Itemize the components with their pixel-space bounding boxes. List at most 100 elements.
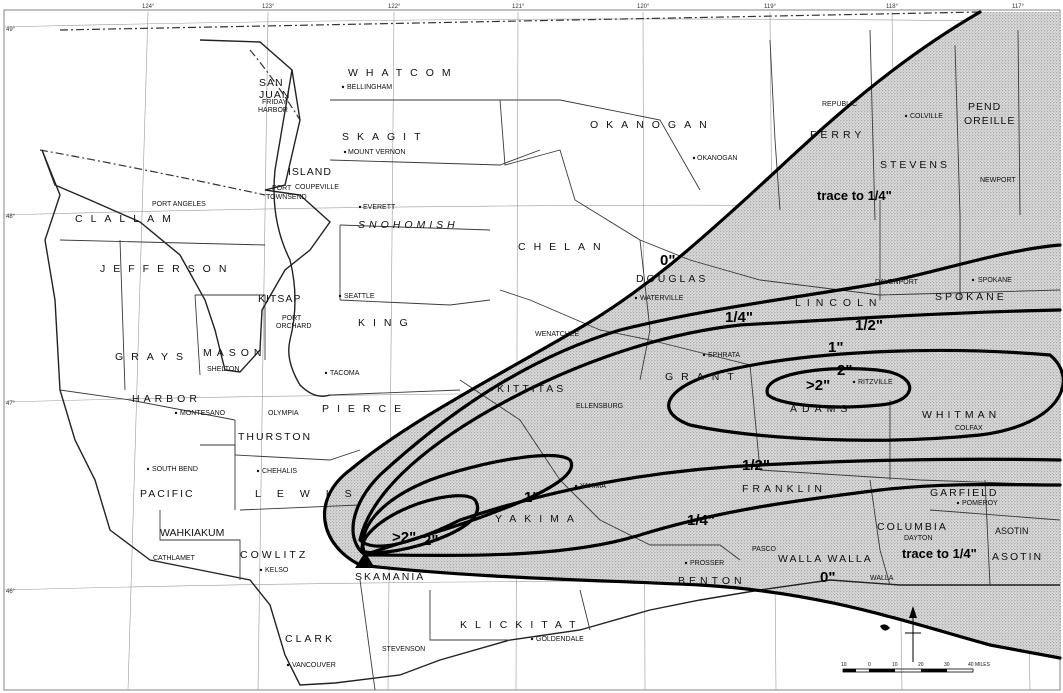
county-grays: GRAYS bbox=[115, 351, 191, 363]
county-skamania: SKAMANIA bbox=[355, 571, 425, 583]
scale-bar: 10 0 10 20 30 40 MILES bbox=[841, 662, 991, 673]
county-clallam: CLALLAM bbox=[75, 213, 179, 225]
town-port-townsend: PORT bbox=[272, 185, 292, 192]
county-whitman: WHITMAN bbox=[922, 409, 1000, 421]
lon-label-117: 117° bbox=[1012, 4, 1025, 10]
scale-tick-0: 10 bbox=[841, 662, 847, 668]
town-cathlamet: CATHLAMET bbox=[153, 555, 196, 562]
county-lewis: LEWIS bbox=[255, 488, 368, 500]
county-san-juan-2: JUAN bbox=[259, 89, 290, 101]
isopach-label-2-east: 2" bbox=[837, 362, 852, 379]
county-klickitat: KLICKITAT bbox=[460, 619, 584, 631]
isopach-2-in bbox=[765, 367, 912, 409]
lon-label-122: 122° bbox=[388, 4, 401, 10]
puget-sound-shore bbox=[273, 69, 331, 397]
isopach-labels: 0" 0" 1/4" 1/4" 1/2" 1/2" 1" 1" 2" 2" >2… bbox=[392, 188, 977, 586]
isopach-label-1-east: 1" bbox=[828, 339, 843, 356]
county-king: KING bbox=[358, 317, 416, 329]
isopach-half-in bbox=[358, 308, 1062, 548]
town-yakima: YAKIMA bbox=[580, 483, 606, 490]
isopach-label-half-north: 1/2" bbox=[855, 317, 883, 334]
strait-juan-de-fuca bbox=[39, 149, 266, 196]
meridian-123 bbox=[257, 11, 269, 691]
town-newport: NEWPORT bbox=[980, 177, 1016, 184]
county-san-juan: SAN bbox=[259, 77, 284, 89]
isopach-0-in bbox=[322, 10, 1062, 660]
town-port-orchard-2: ORCHARD bbox=[276, 323, 311, 330]
county-grant: GRANT bbox=[665, 371, 742, 383]
county-snohomish: SNOHOMISH bbox=[358, 219, 459, 231]
isopach-label-gt2-east: >2" bbox=[806, 377, 830, 394]
town-south-bend: SOUTH BEND bbox=[152, 466, 198, 473]
scale-tick-2: 10 bbox=[892, 662, 898, 668]
town-republic: REPUBLIC bbox=[822, 101, 857, 108]
lon-label-119: 119° bbox=[764, 4, 777, 10]
scale-tick-5: 40 MILES bbox=[968, 662, 991, 668]
county-adams: ADAMS bbox=[790, 403, 852, 415]
isopach-2-in-west bbox=[360, 494, 479, 555]
town-pasco: PASCO bbox=[752, 546, 777, 553]
county-okanogan: OKANOGAN bbox=[590, 119, 715, 131]
isopach-label-2-west: 2" bbox=[423, 532, 438, 549]
town-ephrata: EPHRATA bbox=[708, 352, 740, 359]
lat-label-48: 48° bbox=[6, 214, 16, 220]
isopach-label-half-south: 1/2" bbox=[742, 457, 770, 474]
parallel-49 bbox=[3, 18, 1061, 28]
town-walla-walla: WALLA bbox=[870, 575, 894, 582]
lon-label-120: 120° bbox=[637, 4, 650, 10]
county-clark: CLARK bbox=[285, 633, 335, 645]
isopach-label-0-north: 0" bbox=[660, 252, 675, 269]
county-thurston: THURSTON bbox=[238, 431, 312, 443]
town-port-orchard: PORT bbox=[282, 315, 302, 322]
town-ritzville: RITZVILLE bbox=[858, 379, 893, 386]
town-spokane: SPOKANE bbox=[978, 277, 1012, 284]
county-pend-oreille: PEND bbox=[968, 101, 1001, 113]
county-kittitas: KITTITAS bbox=[497, 383, 566, 395]
lat-label-46: 46° bbox=[6, 589, 16, 595]
isopach-quarter-in bbox=[351, 243, 1062, 558]
county-pend-oreille-2: OREILLE bbox=[964, 115, 1015, 127]
county-ferry: FERRY bbox=[810, 129, 865, 141]
isopach-label-0-south: 0" bbox=[820, 569, 835, 586]
county-franklin: FRANKLIN bbox=[742, 483, 826, 495]
lon-label-123: 123° bbox=[262, 4, 275, 10]
town-port-townsend-2: TOWNSEND bbox=[266, 194, 307, 201]
town-waterville: WATERVILLE bbox=[640, 295, 684, 302]
county-benton: BENTON bbox=[678, 575, 746, 587]
county-chelan: CHELAN bbox=[518, 241, 609, 253]
county-kitsap: KITSAP bbox=[258, 293, 301, 305]
scale-tick-3: 20 bbox=[918, 662, 924, 668]
county-asotin-2: ASOTIN bbox=[992, 551, 1043, 563]
triangle-marker-volcano bbox=[355, 552, 375, 568]
town-dots bbox=[146, 85, 975, 667]
county-spokane: SPOKANE bbox=[935, 291, 1007, 303]
lon-label-118: 118° bbox=[886, 4, 899, 10]
strait-georgia bbox=[249, 49, 301, 121]
isopach-label-gt2-west: >2" bbox=[392, 529, 416, 546]
county-douglas: DOUGLAS bbox=[636, 273, 708, 285]
lon-label-124: 124° bbox=[142, 4, 155, 10]
isopach-label-trace-north: trace to 1/4" bbox=[817, 188, 892, 203]
town-shelton: SHELTON bbox=[207, 366, 239, 373]
town-colfax: COLFAX bbox=[955, 425, 983, 432]
county-island: ISLAND bbox=[288, 166, 332, 178]
scale-tick-4: 30 bbox=[944, 662, 950, 668]
scale-tick-1: 0 bbox=[868, 662, 871, 668]
lat-label-49: 49° bbox=[6, 27, 16, 33]
town-goldendale: GOLDENDALE bbox=[536, 636, 584, 643]
town-okanogan: OKANOGAN bbox=[697, 155, 737, 162]
isopach-label-trace-south: trace to 1/4" bbox=[902, 546, 977, 561]
isopach-label-quarter-north: 1/4" bbox=[725, 309, 753, 326]
county-wahkiakum: WAHKIAKUM bbox=[160, 527, 224, 539]
town-wenatchee: WENATCHEE bbox=[535, 331, 580, 338]
lon-label-121: 121° bbox=[512, 4, 525, 10]
town-seattle: SEATTLE bbox=[344, 293, 375, 300]
county-labels: WHATCOM SAN JUAN SKAGIT OKANOGAN FERRY S… bbox=[75, 67, 1043, 645]
town-olympia: OLYMPIA bbox=[268, 410, 299, 417]
county-lincoln: LINCOLN bbox=[795, 297, 883, 309]
county-skagit: SKAGIT bbox=[342, 131, 429, 143]
lat-label-47: 47° bbox=[6, 401, 16, 407]
isopach-1-in bbox=[667, 348, 1063, 442]
town-mount-vernon: MOUNT VERNON bbox=[348, 149, 405, 156]
